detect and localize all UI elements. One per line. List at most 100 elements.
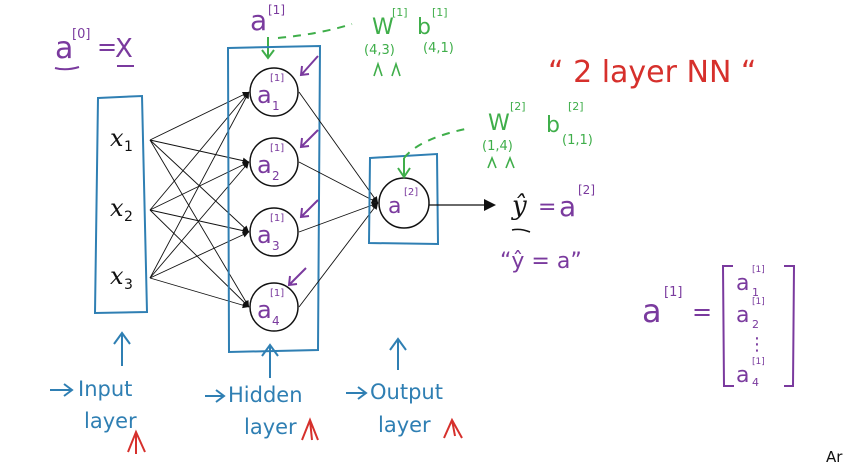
neuron-pointer-arrow [287,267,307,287]
vector-entry-2: a [1] 2 [736,297,765,331]
hidden-node-2: a [1] 2 [249,129,319,187]
w1-label: W [372,15,394,40]
hidden-caption-line2: layer [244,415,297,439]
hidden-layer-box [226,44,322,354]
input-caption-line2: layer [84,409,137,433]
input-node-x1: x 1 [110,124,133,155]
neuron-circle [249,137,299,187]
neuron-base: a [388,194,401,219]
neuron-subscript: 1 [272,99,280,113]
vector-ellipsis: ⋮ [748,334,766,355]
edge-hidden-output [298,161,379,204]
vector-entry-1: a [1] 1 [736,265,765,299]
edge-hidden-output-arrowhead [371,197,378,203]
b1-shape: (4,1) [423,41,454,56]
input-node-base: x [110,194,124,222]
layer1-dashed-link [277,23,353,39]
vector-entry-superscript: [1] [752,357,765,367]
corner-text: Ar [826,448,843,466]
neuron-pointer-arrow [299,55,319,77]
w2-shape: (1,4) [482,139,513,154]
hidden-node-3: a [1] 3 [249,199,319,257]
edge-input-hidden [149,161,250,211]
vector-equals: = [692,298,712,326]
b2-label: b [546,113,560,138]
edge-input-hidden-arrowhead [242,162,249,169]
two-layer-nn-note: “ 2 layer NN “ [548,55,756,90]
input-red-mark [127,429,146,454]
neuron-base: a [257,221,272,249]
output-caption-line2: layer [378,413,431,437]
hidden-node-1: a [1] 1 [249,55,319,117]
hidden-red-mark [301,417,319,441]
neuron-circle [249,207,299,257]
input-layer-box [93,94,149,315]
input-caption-arrow [113,331,131,366]
output-a-label: a [559,190,576,223]
yhat-equals: = [538,195,556,220]
neuron-base: a [257,296,272,324]
layer2-params: W [2] b [2] (1,4) (1,1) [397,100,593,179]
w2-shape-marks [487,155,515,169]
vector-entry-4: a [1] 4 [736,357,765,389]
edge-input-hidden [149,231,250,279]
edge-input-hidden-arrowhead [242,231,249,238]
edge-hidden-output [298,202,379,308]
output-caption-line1: Output [370,380,443,404]
hidden-caption-pointer [205,389,226,403]
vector-label-superscript: [1] [664,285,682,300]
yhat-quote-equation: “ŷ = a” [500,249,582,274]
vector-entry-base: a [736,271,749,296]
w2-label: W [488,111,510,136]
neuron-circle [249,67,299,117]
input-node-x2: x 2 [110,194,133,225]
output-caption-pointer [346,386,368,400]
b1-superscript: [1] [432,6,448,19]
output-caption-arrow [389,337,407,370]
vector-entry-subscript: 1 [752,286,759,299]
hidden-top-superscript: [1] [268,3,285,17]
edge-input-hidden-arrowhead [242,300,249,307]
connections-input-hidden [149,91,250,309]
output-layer-box [367,152,440,246]
neuron-superscript: [1] [270,73,284,84]
b2-shape: (1,1) [562,133,593,148]
layer2-dashed-link [403,127,471,159]
input-node-x3: x 3 [110,262,133,293]
hidden-top-label: a [250,4,267,37]
neuron-subscript: 2 [272,169,280,183]
vector-entry-base: a [736,303,749,328]
input-node-base: x [110,262,124,290]
b2-superscript: [2] [568,100,584,113]
neuron-superscript: [1] [270,288,284,299]
input-node-base: x [110,124,124,152]
edge-input-hidden [149,139,250,308]
edge-input-hidden [149,209,250,308]
output-a-superscript: [2] [578,183,595,197]
edge-input-hidden [149,91,250,211]
a0-equals: = [97,33,117,61]
vector-entry-superscript: [1] [752,297,765,307]
neuron-superscript: [1] [270,143,284,154]
output-layer: a [2] ŷ = a [2] “ŷ = a” Output layer [346,152,595,439]
neuron-base: a [257,81,272,109]
edge-input-hidden [149,209,250,233]
edge-hidden-output [298,91,379,204]
input-caption-pointer [50,383,74,397]
input-node-subscript: 1 [124,139,133,155]
output-arrow-head [484,199,496,211]
edge-hidden-output [298,202,379,233]
neuron-circle [378,177,430,229]
hidden-caption-arrow [261,343,279,378]
vector-entry-subscript: 2 [752,318,759,331]
neuron-subscript: 4 [272,314,280,328]
a0-underline [54,66,80,71]
input-node-subscript: 2 [124,209,133,225]
input-layer: a [0] = X x 1 x 2 x 3 Input layer [50,27,149,454]
vector-entry-base: a [736,363,749,388]
neuron-subscript: 3 [272,239,280,253]
edge-input-hidden-arrowhead [242,302,249,309]
edge-input-hidden-arrowhead [243,92,249,99]
hidden-node-4: a [1] 4 [249,267,307,332]
